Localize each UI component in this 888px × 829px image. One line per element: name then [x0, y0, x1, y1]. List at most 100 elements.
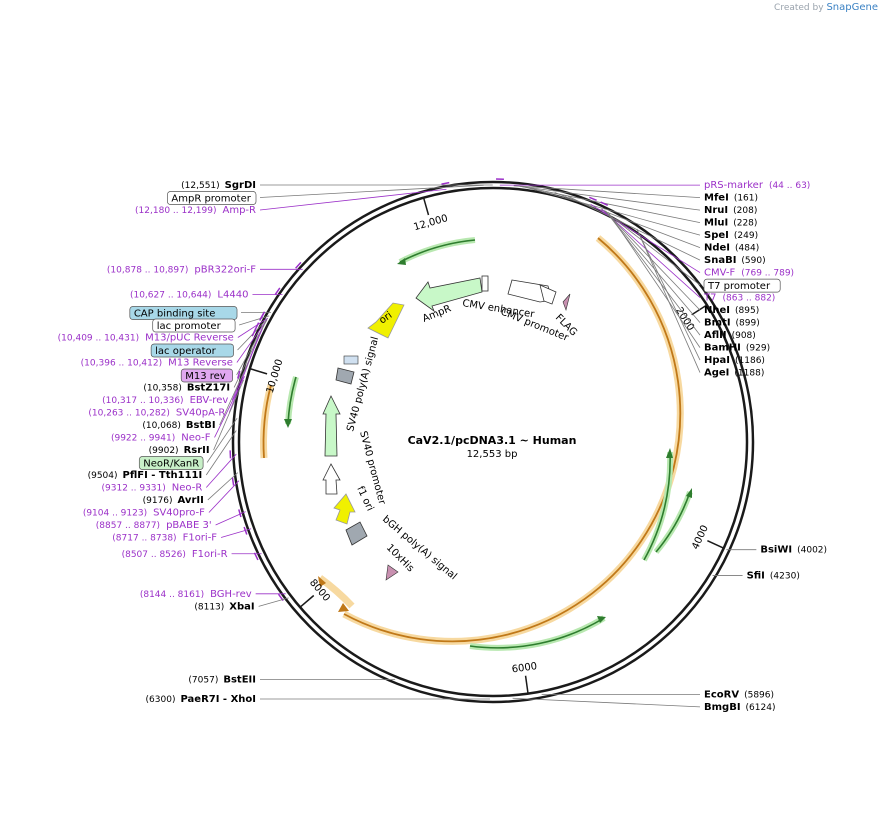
leader-line: [604, 210, 701, 323]
feature-box-lac-promoter[interactable]: [152, 318, 236, 333]
primer-range: (10,878 .. 10,897): [107, 265, 188, 275]
feature-box-ampr-promoter[interactable]: [167, 191, 257, 205]
primer-range: (9104 .. 9123): [83, 508, 147, 518]
leader-line: [207, 472, 239, 501]
enzyme-name: SnaBI: [704, 255, 736, 266]
enzyme-label-hpai[interactable]: HpaI(1186): [704, 355, 765, 366]
feature-box-m13-rev[interactable]: [180, 368, 233, 383]
primer-label-neo-f[interactable]: (9922 .. 9941)Neo-F: [111, 432, 211, 443]
enzyme-name: SpeI: [704, 230, 729, 241]
primer-site-mark: [589, 196, 597, 201]
leader-line: [258, 597, 289, 607]
primer-range: (12,180 .. 12,199): [135, 206, 216, 216]
primer-name: pRS-marker: [704, 180, 764, 191]
enzyme-label-mfei[interactable]: MfeI(161): [704, 193, 758, 204]
enzyme-label-rsrii[interactable]: (9902) RsrII: [149, 445, 210, 456]
feature-box-neor-kanr[interactable]: [138, 456, 204, 470]
enzyme-label-bsiwi[interactable]: BsiWI(4002): [760, 545, 827, 556]
primer-range: (8717 .. 8738): [112, 533, 176, 543]
enzyme-label-spei[interactable]: SpeI(249): [704, 230, 758, 241]
enzyme-position: (899): [736, 319, 760, 329]
10xhis-tag: [385, 564, 399, 581]
enzyme-name: PaeR7I - XhoI: [180, 694, 256, 705]
inner-shapes[interactable]: [322, 275, 571, 581]
primer-label-l4440[interactable]: (10,627 .. 10,644) L4440: [130, 290, 248, 301]
enzyme-label-bamhi[interactable]: BamHI(929): [704, 343, 770, 354]
leader-line: [567, 195, 701, 261]
enzyme-label-nhei[interactable]: NheI(895): [704, 305, 759, 316]
leader-line: [205, 453, 237, 488]
enzyme-name: RsrII: [184, 445, 210, 456]
primer-label-bgh-rev[interactable]: (8144 .. 8161)BGH-rev: [140, 589, 252, 600]
primer-label-neo-r[interactable]: (9312 .. 9331)Neo-R: [102, 482, 203, 493]
primer-label-sv40pro-f[interactable]: (9104 .. 9123) SV40pro-F: [83, 507, 205, 518]
flag-tag: [562, 293, 571, 312]
enzyme-labels[interactable]: (12,551)SgrDI (10,358)BstZ17I (10,068)BstB…: [88, 180, 827, 713]
primer-label-m13-reverse[interactable]: (10,396 .. 10,412)M13 Reverse: [81, 357, 233, 368]
enzyme-label-sfii[interactable]: SfiI(4230): [747, 571, 800, 582]
primer-name: EBV-rev: [190, 395, 229, 406]
enzyme-label-bstbi[interactable]: (10,068)BstBI: [142, 420, 215, 431]
primer-label-ebv-rev[interactable]: (10,317 .. 10,336)EBV-rev: [102, 395, 228, 406]
enzyme-label-avrii[interactable]: (9176)AvrII: [143, 495, 204, 506]
leader-line: [208, 480, 240, 513]
enzyme-label-xbai[interactable]: (8113)XbaI: [194, 601, 254, 612]
primer-label-f1ori-f[interactable]: (8717 .. 8738) F1ori-F: [112, 532, 217, 543]
enzyme-name: MluI: [704, 218, 728, 229]
leader-line: [636, 228, 701, 373]
enzyme-label-bstz17i[interactable]: (10,358)BstZ17I: [143, 382, 230, 393]
primer-label-prs-marker[interactable]: pRS-marker(44 .. 63): [704, 180, 810, 191]
primer-name: L4440: [217, 290, 248, 301]
enzyme-label-agei[interactable]: AgeI (1188): [704, 368, 764, 379]
enzyme-label-ndei[interactable]: NdeI(484): [704, 243, 759, 254]
primer-label-amp-r[interactable]: (12,180 .. 12,199)Amp-R: [135, 205, 256, 216]
enzyme-label-bsteii[interactable]: (7057)BstEII: [188, 675, 256, 686]
enzyme-label-ecorv[interactable]: EcoRV(5896): [704, 689, 774, 700]
primer-label-f1ori-r[interactable]: (8507 .. 8526)F1ori-R: [122, 549, 228, 560]
primer-labels[interactable]: (12,180 .. 12,199)Amp-R (10,878 .. 10,897…: [58, 180, 811, 600]
leader-line: [259, 188, 447, 211]
enzyme-position: (9902): [149, 446, 179, 456]
enzyme-label-paer7i-xhoi[interactable]: (6300)PaeR7I - XhoI: [146, 694, 256, 705]
tick-mark: [299, 594, 315, 608]
enzyme-position: (1188): [734, 369, 764, 379]
plasmid-size: 12,553 bp: [467, 449, 518, 460]
primer-name: F1ori-F: [183, 532, 218, 543]
enzyme-label-snabi[interactable]: SnaBI(590): [704, 255, 766, 266]
enzyme-label-pflfi-tth111i[interactable]: (9504)PflFI - Tth111I: [88, 470, 203, 481]
leader-line: [524, 186, 701, 236]
enzyme-label-bmgbi[interactable]: BmgBI(6124): [704, 702, 775, 713]
plasmid-center-title: CaV2.1/pcDNA3.1 ~ Human 12,553 bp: [408, 434, 577, 460]
primer-range: (10,627 .. 10,644): [130, 291, 211, 301]
primer-site-mark: [259, 313, 265, 321]
enzyme-label-bmti[interactable]: BmtI(899): [704, 318, 760, 329]
primer-site-mark: [254, 322, 260, 331]
primer-range: (9922 .. 9941): [111, 433, 175, 443]
leader-line: [513, 185, 701, 198]
enzyme-position: (929): [746, 344, 770, 354]
primer-name: SV40pro-F: [153, 507, 205, 518]
primer-name: CMV-F: [704, 268, 735, 279]
primer-label-pbabe-3[interactable]: (8857 .. 8877)pBABE 3': [96, 520, 212, 531]
leader-line: [205, 430, 237, 476]
leader-line: [590, 203, 701, 273]
inner-label-ampr: AmpR: [421, 303, 453, 324]
enzyme-label-aflii[interactable]: AflII(908): [704, 330, 756, 341]
enzyme-label-mlui[interactable]: MluI(228): [704, 218, 757, 229]
leader-line: [601, 208, 701, 298]
enzyme-label-sgrdi[interactable]: (12,551)SgrDI: [181, 180, 256, 191]
primer-label-cmv-f[interactable]: CMV-F(769 .. 789): [704, 268, 794, 279]
enzyme-label-nrui[interactable]: NruI(208): [704, 205, 757, 216]
feature-box-t7-promoter[interactable]: [703, 278, 781, 293]
primer-label-t7[interactable]: T7(863 .. 882): [703, 293, 775, 304]
leader-line: [522, 186, 701, 223]
primer-label-pbr322ori-f[interactable]: (10,878 .. 10,897)pBR322ori-F: [107, 264, 256, 275]
leader-line: [228, 334, 260, 413]
enzyme-name: AgeI: [704, 368, 729, 379]
primer-name: T7: [703, 293, 716, 304]
primer-label-m13-puc-reverse[interactable]: (10,409 .. 10,431)M13/pUC Reverse: [58, 332, 234, 343]
primer-label-sv40pa-r[interactable]: (10,263 .. 10,282)SV40pA-R: [88, 407, 225, 418]
feature-box-lac-operator[interactable]: [150, 343, 234, 358]
